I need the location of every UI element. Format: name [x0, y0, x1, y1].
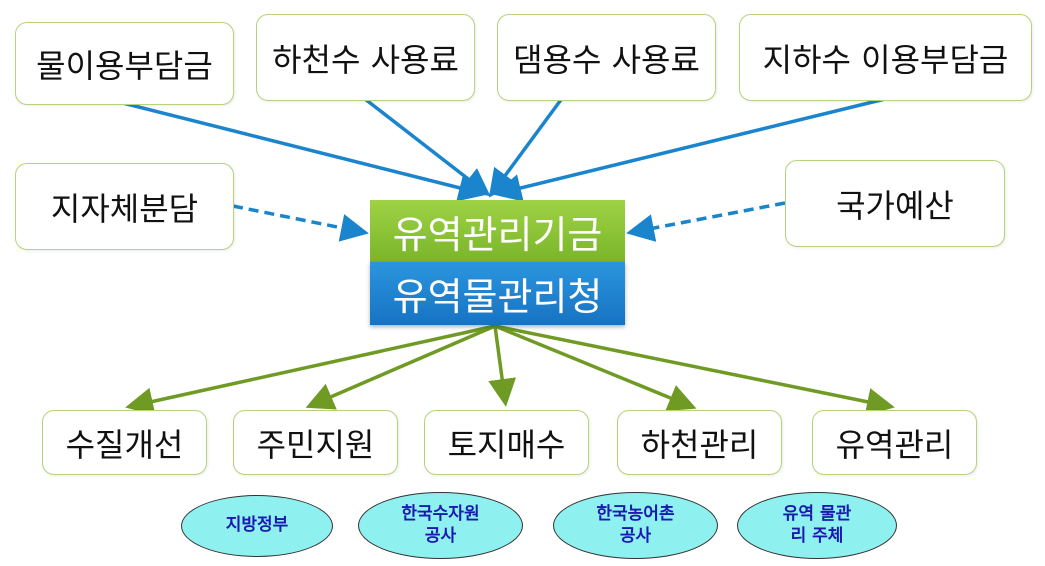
actor-line: 유역 물관	[782, 504, 852, 525]
arrow-source-1	[122, 101, 487, 202]
source-label: 하천수 사용료	[272, 40, 459, 79]
basin-agency-box: 유역물관리청	[370, 262, 625, 325]
arrow-right-dashed	[626, 201, 786, 242]
arrow-use-4	[494, 324, 697, 411]
local-government-share-box: 지자체분담	[15, 163, 234, 250]
side-source-label: 국가예산	[836, 186, 954, 225]
source-label: 지하수 이용부담금	[762, 40, 1009, 79]
use-box: 토지매수	[424, 410, 589, 475]
source-label: 댐용수 사용료	[513, 40, 700, 79]
use-box: 하천관리	[617, 410, 782, 475]
side-source-label: 지자체분담	[50, 189, 199, 228]
arrow-source-4	[493, 97, 886, 202]
use-label: 수질개선	[65, 425, 184, 464]
national-budget-box: 국가예산	[785, 160, 1005, 247]
arrow-use-5	[494, 324, 895, 416]
arrow-use-2	[305, 324, 496, 410]
arrow-left-dashed	[232, 204, 369, 242]
actor-line: 공사	[619, 525, 652, 546]
source-label: 물이용부담금	[36, 46, 213, 85]
actor-line: 한국농어촌	[596, 504, 675, 525]
use-box: 주민지원	[233, 410, 398, 475]
basin-fund-box: 유역관리기금	[370, 200, 625, 262]
arrow-use-1	[125, 324, 496, 416]
actor-line: 지방정부	[225, 515, 289, 536]
actor-line: 한국수자원	[401, 504, 480, 525]
use-label: 주민지원	[256, 425, 375, 464]
actor-line: 공사	[424, 525, 457, 546]
source-box: 하천수 사용료	[256, 14, 475, 101]
arrow-source-2	[363, 97, 491, 197]
source-box: 지하수 이용부담금	[739, 14, 1032, 101]
use-label: 유역관리	[835, 425, 954, 464]
actor-ellipse: 지방정부	[181, 495, 333, 557]
use-box: 유역관리	[812, 410, 977, 475]
source-box: 물이용부담금	[15, 22, 234, 105]
source-box: 댐용수 사용료	[497, 14, 716, 101]
use-box: 수질개선	[42, 410, 207, 475]
use-label: 하천관리	[640, 425, 759, 464]
arrow-use-3	[488, 325, 517, 407]
actor-line: 리 주체	[790, 525, 844, 546]
use-label: 토지매수	[447, 425, 566, 464]
